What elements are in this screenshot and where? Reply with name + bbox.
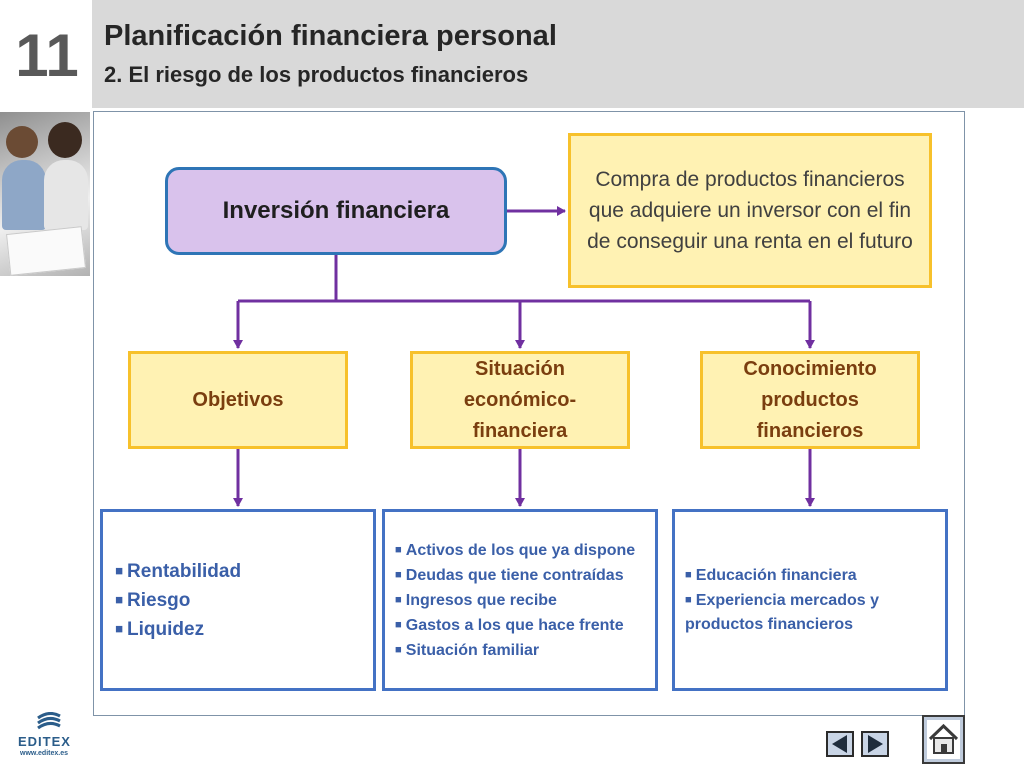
bullet-icon: ■ [395,543,402,556]
list-item: ■Deudas que tiene contraídas [395,566,624,584]
logo-text: EDITEX [18,734,71,749]
header-band [92,0,1024,108]
logo-url: www.editex.es [20,750,68,757]
list-item: ■Liquidez [115,618,205,640]
prev-button[interactable] [826,731,854,757]
list-item: ■Gastos a los que hace frente [395,616,624,634]
page-subtitle: 2. El riesgo de los productos financiero… [104,62,529,87]
people-photo [0,112,90,276]
list-situacion: ■Activos de los que ya dispone ■Deudas q… [382,509,658,691]
arrow-left-icon [832,735,847,753]
category-label: Objetivos [192,388,284,411]
list-conocimiento: ■Educación financiera ■Experiencia merca… [672,509,948,691]
list-objetivos: ■Rentabilidad ■Riesgo ■Liquidez [100,509,376,691]
bullet-icon: ■ [115,562,124,578]
definition-text: Compra de productos financieros que adqu… [587,168,913,253]
list-item: ■Educación financiera [685,567,857,584]
main-concept-box: Inversión financiera [165,167,507,255]
next-button[interactable] [861,731,889,757]
bullet-icon: ■ [395,568,402,581]
bullet-icon: ■ [395,643,402,656]
bullet-icon: ■ [395,618,402,631]
editex-logo: EDITEX www.editex.es [14,712,78,760]
page-title: Planificación financiera personal [104,20,557,52]
list-item: ■Situación familiar [395,641,540,659]
definition-box: Compra de productos financieros que adqu… [568,133,932,288]
category-label: Situación económico-financiera [463,357,577,442]
main-concept-label: Inversión financiera [222,197,450,224]
category-conocimiento: Conocimiento productos financieros [700,351,920,449]
category-objetivos: Objetivos [128,351,348,449]
bullet-icon: ■ [115,620,124,636]
bullet-icon: ■ [685,569,692,581]
home-icon [928,723,959,754]
list-item: ■Rentabilidad [115,560,242,582]
arrow-right-icon [868,735,883,753]
list-item: ■Experiencia mercados y productos financ… [685,592,879,633]
bullet-icon: ■ [685,594,692,606]
category-situacion: Situación económico-financiera [410,351,630,449]
list-item: ■Ingresos que recibe [395,591,557,609]
chapter-number: 11 [15,22,79,89]
bullet-icon: ■ [115,591,124,607]
list-item: ■Riesgo [115,589,191,611]
home-button[interactable] [922,715,965,764]
list-item: ■Activos de los que ya dispone [395,541,636,559]
bullet-icon: ■ [395,593,402,606]
editex-logo-icon [37,712,61,730]
category-label: Conocimiento productos financieros [743,357,877,442]
